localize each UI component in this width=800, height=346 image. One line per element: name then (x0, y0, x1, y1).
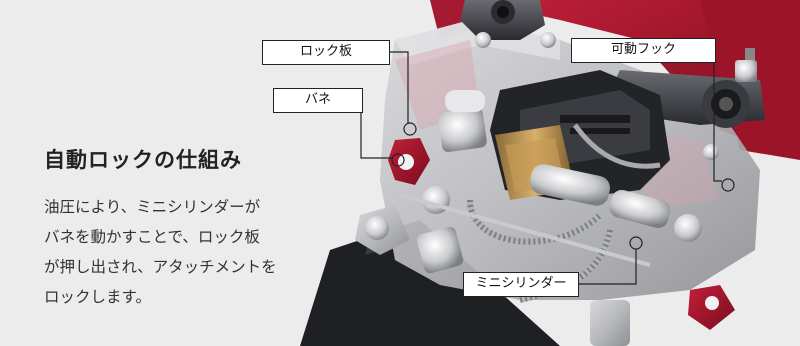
callout-lock-plate: ロック板 (262, 40, 390, 65)
callout-spring: バネ (273, 88, 363, 113)
description-paragraph: 油圧により、ミニシリンダーが バネを動かすことで、ロック板 が押し出され、アタッ… (44, 192, 314, 312)
callout-movable-hook: 可動フック (571, 38, 716, 63)
description-line: が押し出され、アタッチメントを (44, 258, 277, 276)
description-line: ロックします。 (44, 288, 151, 306)
description-line: バネを動かすことで、ロック板 (44, 228, 260, 246)
section-heading: 自動ロックの仕組み (44, 148, 242, 172)
callout-mini-cylinder: ミニシリンダー (463, 272, 579, 297)
description-line: 油圧により、ミニシリンダーが (44, 198, 261, 216)
